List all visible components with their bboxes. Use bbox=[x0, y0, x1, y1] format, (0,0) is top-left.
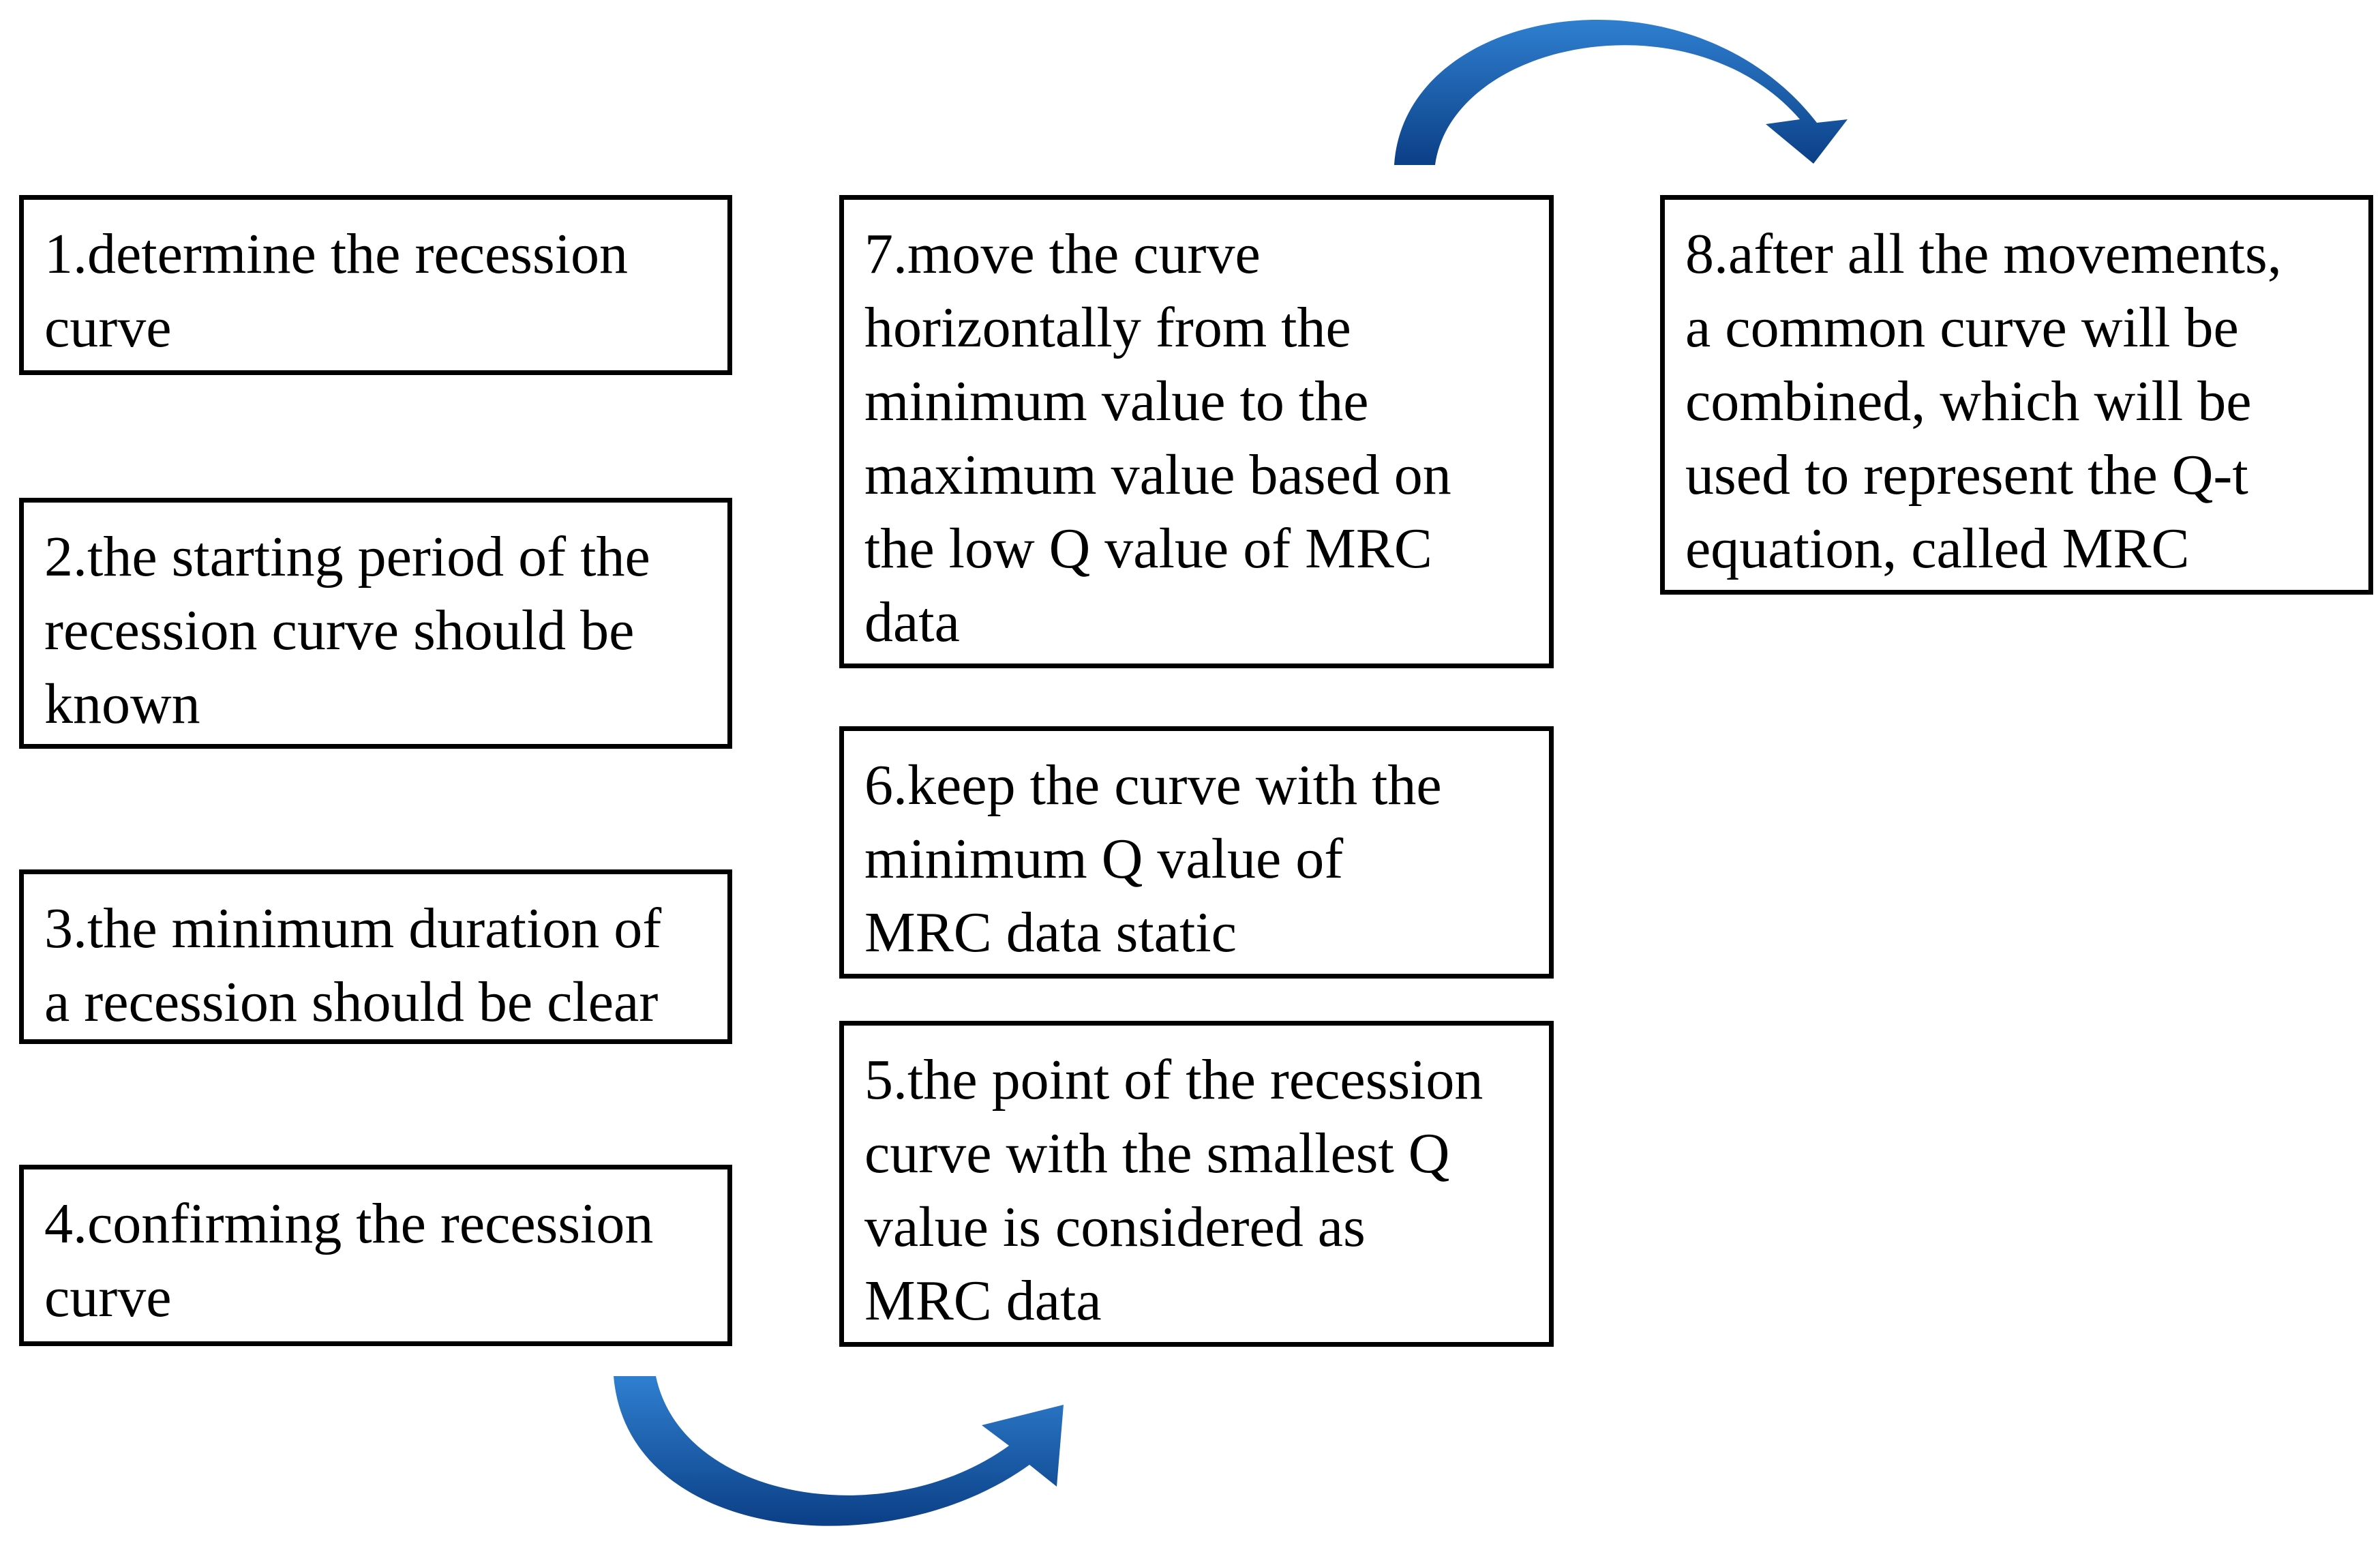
step-8-box: 8.after all the movements, a common curv… bbox=[1660, 195, 2373, 595]
step-3-box: 3.the minimum duration of a recession sh… bbox=[19, 869, 732, 1044]
step-4-box: 4.confirming the recession curve bbox=[19, 1165, 732, 1346]
step-1-box: 1.determine the recession curve bbox=[19, 195, 732, 375]
curved-arrow-icon bbox=[1394, 19, 1848, 165]
step-5-box: 5.the point of the recession curve with … bbox=[839, 1021, 1554, 1347]
step-2-box: 2.the starting period of the recession c… bbox=[19, 498, 732, 749]
step-6-box: 6.keep the curve with the minimum Q valu… bbox=[839, 726, 1554, 979]
step-7-box: 7.move the curve horizontally from the m… bbox=[839, 195, 1554, 668]
curved-arrow-icon bbox=[614, 1376, 1064, 1526]
